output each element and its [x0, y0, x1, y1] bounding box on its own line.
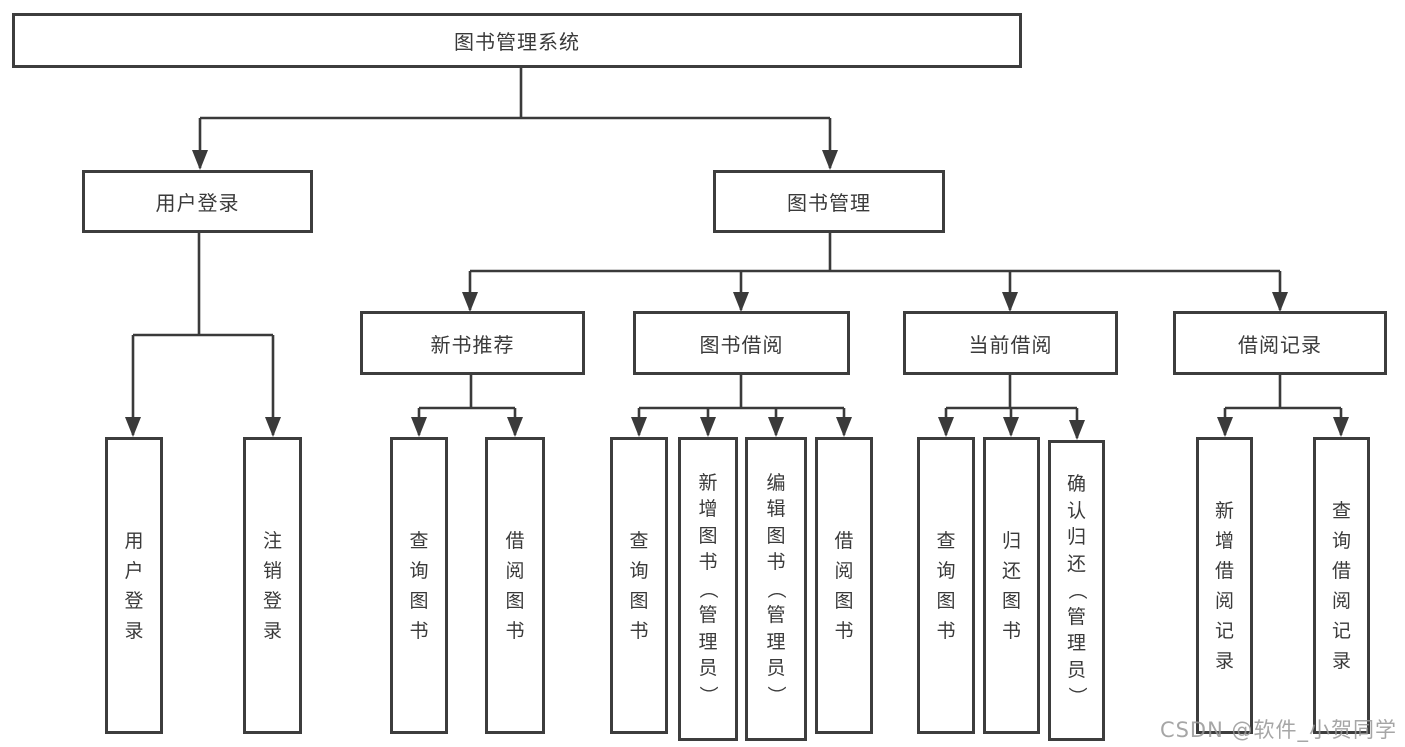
node-label: 新增借阅记录 [1214, 499, 1234, 672]
leaf-add-books-admin: 新增图书（管理员） [678, 437, 738, 741]
node-label: 图书借阅 [699, 332, 784, 357]
node-label: 注销登录 [262, 529, 282, 642]
leaf-logout: 注销登录 [243, 437, 302, 734]
node-label: 用户登录 [155, 191, 240, 215]
node-book-borrowing: 图书借阅 [633, 311, 850, 375]
node-label: 查询图书 [936, 529, 956, 642]
leaf-borrow-books: 借阅图书 [815, 437, 873, 734]
node-label: 查询图书 [629, 529, 649, 642]
node-new-book-recommend: 新书推荐 [360, 311, 585, 375]
node-book-management: 图书管理 [713, 170, 945, 233]
arrowheads [125, 150, 1349, 440]
node-borrowing-records: 借阅记录 [1173, 311, 1387, 375]
node-label: 编辑图书（管理员） [765, 471, 788, 705]
leaf-edit-books-admin: 编辑图书（管理员） [745, 437, 807, 741]
leaf-confirm-return-admin: 确认归还（管理员） [1048, 440, 1105, 741]
node-label: 新增图书（管理员） [697, 471, 720, 705]
node-label: 借阅图书 [834, 529, 854, 642]
leaf-add-borrow-record: 新增借阅记录 [1196, 437, 1253, 734]
node-root-library-system: 图书管理系统 [12, 13, 1022, 68]
node-label: 图书管理 [787, 191, 871, 215]
leaf-query-borrow-record: 查询借阅记录 [1313, 437, 1370, 734]
node-label: 借阅记录 [1238, 332, 1322, 357]
node-label: 借阅图书 [505, 529, 525, 642]
leaf-query-books-current: 查询图书 [917, 437, 975, 734]
node-label: 查询图书 [409, 529, 429, 642]
node-label: 查询借阅记录 [1331, 499, 1351, 672]
leaf-query-books-recommend: 查询图书 [390, 437, 448, 734]
leaf-return-books: 归还图书 [983, 437, 1040, 734]
node-user-login-group: 用户登录 [82, 170, 313, 233]
node-label: 确认归还（管理员） [1065, 473, 1088, 707]
leaf-query-books-borrowing: 查询图书 [610, 437, 668, 734]
leaf-user-login: 用户登录 [105, 437, 163, 734]
node-label: 用户登录 [124, 529, 144, 642]
node-label: 新书推荐 [430, 332, 515, 357]
leaf-borrow-books-recommend: 借阅图书 [485, 437, 545, 734]
node-label: 归还图书 [1001, 529, 1021, 642]
node-label: 图书管理系统 [454, 30, 580, 54]
watermark: CSDN @软件_小贺同学 [1159, 718, 1397, 742]
node-current-borrowing: 当前借阅 [903, 311, 1118, 375]
node-label: 当前借阅 [968, 332, 1053, 357]
